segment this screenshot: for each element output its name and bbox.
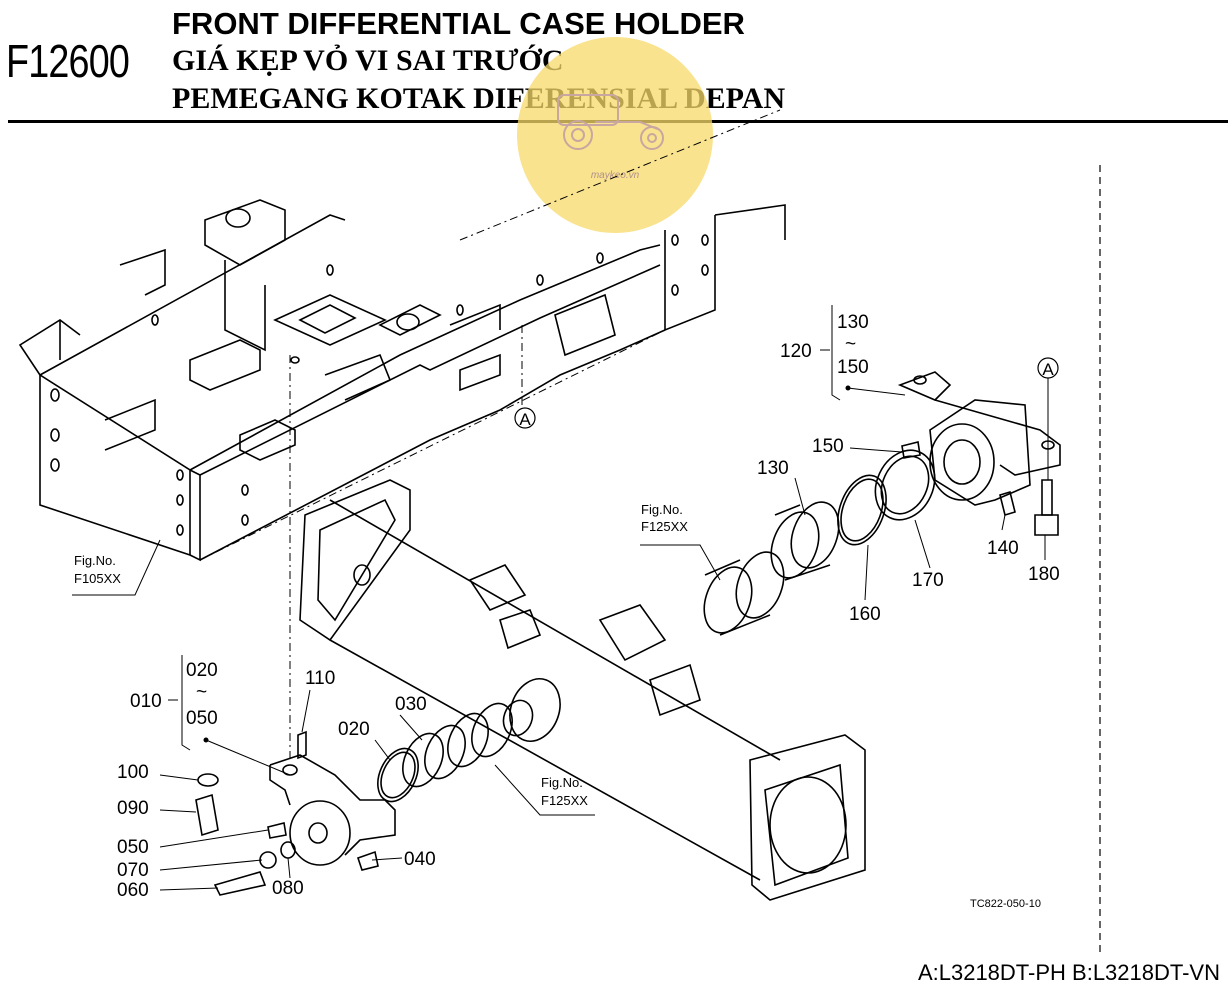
label-010-tilde: ~ <box>196 682 207 703</box>
label-060: 060 <box>117 880 149 901</box>
label-120-tilde: ~ <box>845 334 856 355</box>
bushing-f125-left <box>447 702 513 768</box>
label-010-to: 050 <box>186 708 218 729</box>
drawing-code: TC822-050-10 <box>970 898 1041 910</box>
label-070: 070 <box>117 860 149 881</box>
fig-left-line1: Fig.No. <box>74 553 116 568</box>
ring-170 <box>874 449 936 521</box>
model-applicability: A:L3218DT-PH B:L3218DT-VN <box>917 960 1220 985</box>
label-010-from: 020 <box>186 660 218 681</box>
label-080: 080 <box>272 878 304 899</box>
axle-housing <box>299 479 866 901</box>
oring-160 <box>837 474 887 546</box>
label-020: 020 <box>338 719 370 740</box>
label-090: 090 <box>117 798 149 819</box>
ref-a-right-marker: A <box>1037 357 1059 480</box>
left-holder <box>195 730 396 896</box>
label-030: 030 <box>395 694 427 715</box>
title-english: FRONT DIFFERENTIAL CASE HOLDER <box>172 6 745 41</box>
label-120-to: 150 <box>837 357 869 378</box>
bushing-030 <box>402 724 466 788</box>
label-050: 050 <box>117 837 149 858</box>
bushing-130 <box>770 501 840 581</box>
bushing-f125 <box>703 551 785 636</box>
label-150: 150 <box>812 436 844 457</box>
watermark-logo: maykeo.vn <box>517 37 713 233</box>
watermark-text: maykeo.vn <box>591 170 640 181</box>
fig-right-line1: Fig.No. <box>641 502 683 517</box>
label-170: 170 <box>912 570 944 591</box>
fig-left-line2: F105XX <box>74 571 121 586</box>
label-140: 140 <box>987 538 1019 559</box>
label-110: 110 <box>305 668 335 689</box>
fig-mid-line2: F125XX <box>541 793 588 808</box>
fig-right-line2: F125XX <box>641 519 688 534</box>
label-160: 160 <box>849 604 881 625</box>
label-100: 100 <box>117 762 149 783</box>
right-holder <box>897 371 1061 536</box>
label-040: 040 <box>404 849 436 870</box>
figure-code: F12600 <box>6 35 130 87</box>
ring-020 <box>377 747 419 803</box>
label-010: 010 <box>130 691 162 712</box>
ref-a-top-marker: A <box>514 407 536 429</box>
svg-text:A: A <box>519 410 531 429</box>
title-vietnamese: GIÁ KẸP VỎ VI SAI TRƯỚC <box>172 44 564 77</box>
label-120: 120 <box>780 341 812 362</box>
axle-end-gear <box>502 678 561 742</box>
fig-mid-line1: Fig.No. <box>541 775 583 790</box>
label-120-from: 130 <box>837 312 869 333</box>
label-180: 180 <box>1028 564 1060 585</box>
label-130: 130 <box>757 458 789 479</box>
svg-text:A: A <box>1042 360 1054 379</box>
